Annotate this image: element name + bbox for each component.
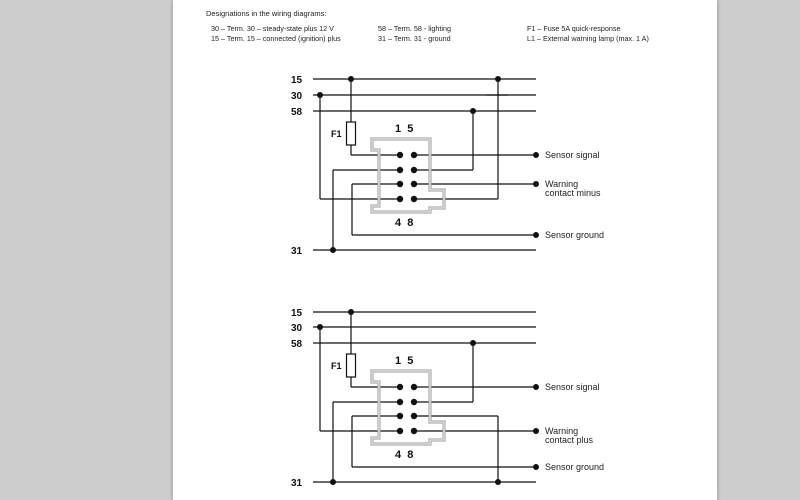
- sensor-signal-label: Sensor signal: [545, 382, 600, 392]
- connector-outline: [370, 369, 446, 446]
- sensor-ground-label: Sensor ground: [545, 230, 604, 240]
- sensor-signal-label: Sensor signal: [545, 150, 600, 160]
- bus-15-label: 15: [291, 308, 303, 319]
- legend-term-58: 58 – Term. 58 - lighting: [378, 24, 451, 33]
- wiring-diagram-plus: 15 30 58 31 F1 1 5 4 8 Sensor signal War…: [291, 308, 604, 489]
- pins-top-label: 1 5: [395, 123, 413, 135]
- document-page: Designations in the wiring diagrams: 30 …: [173, 0, 717, 500]
- legend-term-31: 31 – Term. 31 - ground: [378, 34, 451, 43]
- sensor-ground-label: Sensor ground: [545, 462, 604, 472]
- legend-fuse-f1: F1 – Fuse 5A quick-response: [527, 24, 621, 33]
- warning-label: Warning: [545, 426, 578, 436]
- wiring-diagram-minus: 15 30 58 31 F1 1 5 4 8 Sensor signal War…: [291, 75, 604, 257]
- bus-58-label: 58: [291, 107, 303, 118]
- pins-top-label: 1 5: [395, 355, 413, 367]
- warning-contact-label: contact minus: [545, 188, 601, 198]
- fuse-label: F1: [331, 361, 342, 371]
- bus-31-label: 31: [291, 478, 303, 489]
- pins-bottom-label: 4 8: [395, 449, 413, 461]
- fuse-symbol: [345, 353, 357, 378]
- bus-30-label: 30: [291, 323, 303, 334]
- legend-heading: Designations in the wiring diagrams:: [206, 9, 327, 18]
- bus-58-label: 58: [291, 339, 303, 350]
- warning-contact-label: contact plus: [545, 435, 594, 445]
- bus-15-label: 15: [291, 75, 303, 86]
- legend-term-30: 30 – Term. 30 – steady-state plus 12 V: [211, 24, 334, 33]
- fuse-label: F1: [331, 129, 342, 139]
- bus-30-label: 30: [291, 91, 303, 102]
- legend-lamp-l1: L1 – External warning lamp (max. 1 A): [527, 34, 649, 43]
- pins-bottom-label: 4 8: [395, 217, 413, 229]
- warning-label: Warning: [545, 179, 578, 189]
- bus-31-label: 31: [291, 246, 303, 257]
- legend-term-15: 15 – Term. 15 – connected (ignition) plu…: [211, 34, 341, 43]
